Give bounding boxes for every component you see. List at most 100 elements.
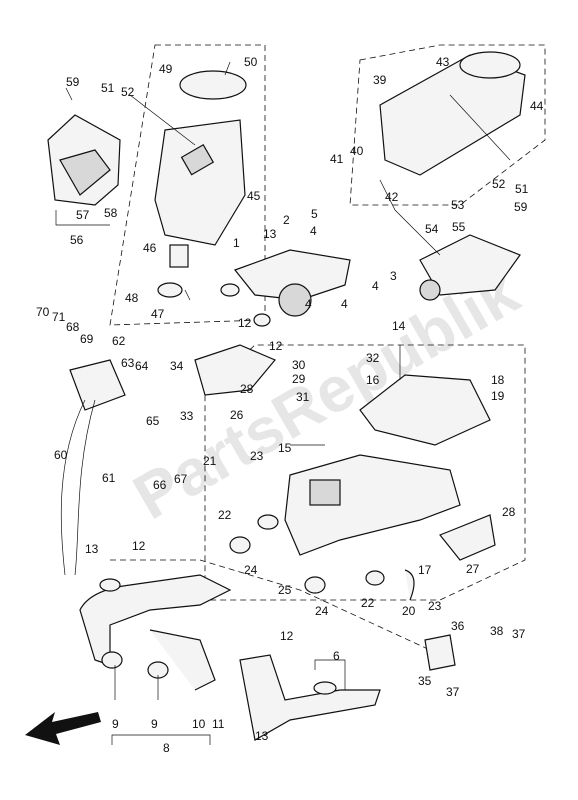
callout-3: 3: [390, 269, 397, 283]
callout-22: 22: [218, 508, 232, 522]
gasket-22-right: [365, 570, 385, 586]
left-heat-shield-inner: [59, 149, 111, 196]
callout-49: 49: [159, 62, 173, 76]
lead-6: [314, 659, 346, 690]
callout-38: 38: [490, 624, 504, 638]
callout-20: 20: [402, 604, 416, 618]
clamp-9-left: [101, 651, 123, 669]
callout-32: 32: [366, 351, 380, 365]
callout-52: 52: [121, 85, 135, 99]
callout-69: 69: [80, 332, 94, 346]
callout-33: 33: [180, 409, 194, 423]
callout-23: 23: [250, 449, 264, 463]
lead-47: [184, 289, 191, 301]
callout-19: 19: [491, 389, 505, 403]
callout-59-2: 59: [514, 200, 528, 214]
callout-12-3: 12: [132, 539, 146, 553]
callout-24: 24: [244, 563, 258, 577]
callout-12-2: 12: [269, 339, 283, 353]
callout-12: 12: [238, 316, 252, 330]
callout-4-2: 4: [305, 297, 312, 311]
callout-2: 2: [283, 213, 290, 227]
callout-50: 50: [244, 55, 258, 69]
callout-63: 63: [121, 356, 135, 370]
callout-29: 29: [292, 372, 306, 386]
valve-actuator-bracket: [69, 359, 126, 411]
muffler-body: [154, 119, 246, 246]
sleeve-24-right: [304, 576, 326, 594]
callout-23-2: 23: [428, 599, 442, 613]
callout-66: 66: [153, 478, 167, 492]
muffler-joint-47: [157, 282, 183, 298]
callout-13-3: 13: [255, 729, 269, 743]
gasket-22-left: [257, 514, 279, 530]
callout-15: 15: [278, 441, 292, 455]
lead-50: [224, 61, 231, 76]
callout-68: 68: [66, 320, 80, 334]
callout-48: 48: [125, 291, 139, 305]
callout-9: 9: [112, 717, 119, 731]
callout-17: 17: [418, 563, 432, 577]
lead-59: [65, 87, 73, 101]
callout-8: 8: [163, 741, 170, 755]
pipe-flange-left: [99, 578, 121, 592]
callout-39: 39: [373, 73, 387, 87]
callout-51-2: 51: [515, 182, 529, 196]
pipe-group-outline: [110, 559, 431, 651]
callout-46: 46: [143, 241, 157, 255]
cover-group-outline: [349, 44, 546, 206]
callout-12-4: 12: [280, 629, 294, 643]
callout-71: 71: [52, 310, 66, 324]
callout-56: 56: [70, 233, 84, 247]
callout-55: 55: [452, 220, 466, 234]
lower-exhaust-pipe: [79, 574, 232, 666]
gasket-12-upper: [220, 283, 240, 297]
callout-21: 21: [203, 454, 217, 468]
lead-53: [379, 179, 441, 256]
callout-9-2: 9: [151, 717, 158, 731]
callout-27: 27: [466, 562, 480, 576]
callout-61: 61: [102, 471, 116, 485]
sleeve-24-left: [229, 536, 251, 554]
callout-37: 37: [512, 627, 526, 641]
callout-58: 58: [104, 206, 118, 220]
lead-52-right: [449, 94, 511, 161]
callout-13: 13: [263, 227, 277, 241]
lower-exhaust-pipe-6: [239, 654, 381, 741]
muffler-outlet: [169, 244, 189, 268]
callout-70: 70: [36, 305, 50, 319]
bracket-gear: [419, 279, 441, 301]
callout-11: 11: [212, 717, 225, 731]
callout-54: 54: [425, 222, 439, 236]
chamber-outlets: [309, 479, 341, 506]
callout-42: 42: [385, 190, 399, 204]
callout-51: 51: [101, 81, 115, 95]
callout-4-3: 4: [341, 297, 348, 311]
callout-34: 34: [170, 359, 184, 373]
lower-pipe-branch: [149, 629, 216, 691]
callout-10: 10: [192, 717, 206, 731]
callout-47: 47: [151, 307, 165, 321]
pipe-joint: [278, 283, 312, 317]
cable-61: [74, 399, 96, 576]
callout-45: 45: [247, 189, 261, 203]
muffler-end-cap: [179, 70, 247, 100]
callout-18: 18: [491, 373, 505, 387]
front-direction-arrow-icon: [25, 712, 101, 745]
rear-bracket-27: [439, 514, 496, 561]
front-bracket: [194, 344, 276, 396]
callout-35: 35: [418, 674, 432, 688]
callout-43: 43: [436, 55, 450, 69]
lead-52-left: [129, 94, 196, 146]
callout-36: 36: [451, 619, 465, 633]
lead-56: [55, 210, 110, 226]
callout-24-2: 24: [315, 604, 329, 618]
callout-5: 5: [311, 207, 318, 221]
callout-40: 40: [350, 144, 364, 158]
callout-4-4: 4: [372, 279, 379, 293]
upper-pipe-assembly: [234, 249, 351, 301]
callout-59: 59: [66, 75, 80, 89]
callout-22-2: 22: [361, 596, 375, 610]
callout-53: 53: [451, 198, 465, 212]
